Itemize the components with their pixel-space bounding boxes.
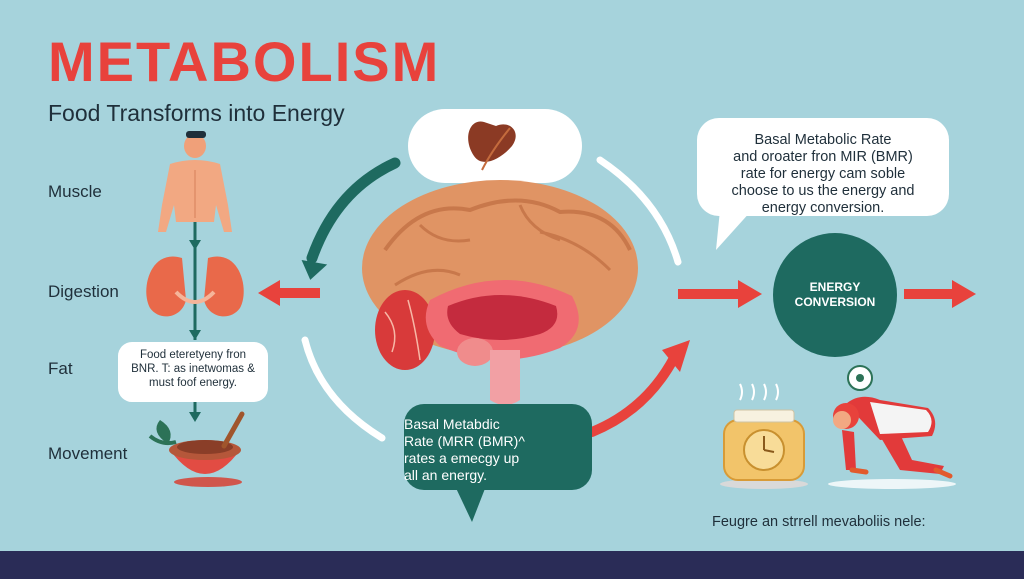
bubble-line: energy conversion. — [761, 200, 885, 216]
bubble-line: rates a emecgy up — [404, 450, 520, 466]
exercising-person-icon — [828, 365, 956, 489]
bmr-rate-bubble: Basal Metabdic Rate (MRR (BMR)^ rates a … — [404, 404, 592, 490]
bubble-line: Food eteretyeny fron — [139, 349, 247, 361]
label-movement: Movement — [48, 444, 128, 463]
brain-icon — [362, 180, 638, 405]
energy-conversion-node: ENERGY CONVERSION — [773, 233, 897, 357]
bubble-line: choose to us the energy and — [731, 183, 915, 199]
food-bowl-icon — [148, 411, 245, 487]
liver-icon — [408, 109, 582, 183]
fat-info-bubble: Food eteretyeny fron BNR. T: as inetwoma… — [118, 342, 268, 402]
footer-bar — [0, 551, 1024, 579]
bubble-line: rate for energy cam soble — [740, 166, 906, 182]
energy-label-line2: CONVERSION — [794, 295, 876, 309]
bmr-info-bubble: Basal Metabolic Rate and oroater fron MI… — [697, 118, 949, 216]
bubble-line: all an energy. — [404, 467, 488, 483]
bubble-line: BNR. T: as inetwomas & — [131, 363, 255, 375]
label-muscle: Muscle — [48, 182, 102, 201]
bubble-line: Rate (MRR (BMR)^ — [404, 433, 525, 449]
muscle-body-icon — [158, 131, 232, 232]
clock-jar-icon — [720, 383, 808, 489]
energy-label-line1: ENERGY — [809, 280, 861, 294]
bubble-line: Basal Metabdic — [404, 416, 500, 432]
page-title: METABOLISM — [48, 30, 441, 93]
page-subtitle: Food Transforms into Energy — [48, 100, 345, 126]
bubble-line: Basal Metabolic Rate — [754, 132, 892, 148]
label-digestion: Digestion — [48, 282, 119, 301]
bubble-line: and oroater fron MIR (BMR) — [733, 149, 913, 165]
bubble-line: must foof energy. — [149, 377, 237, 389]
digestion-organ-icon — [146, 256, 244, 317]
label-fat: Fat — [48, 359, 73, 378]
figure-caption: Feugre an strrell mevaboliis nele: — [712, 514, 926, 530]
